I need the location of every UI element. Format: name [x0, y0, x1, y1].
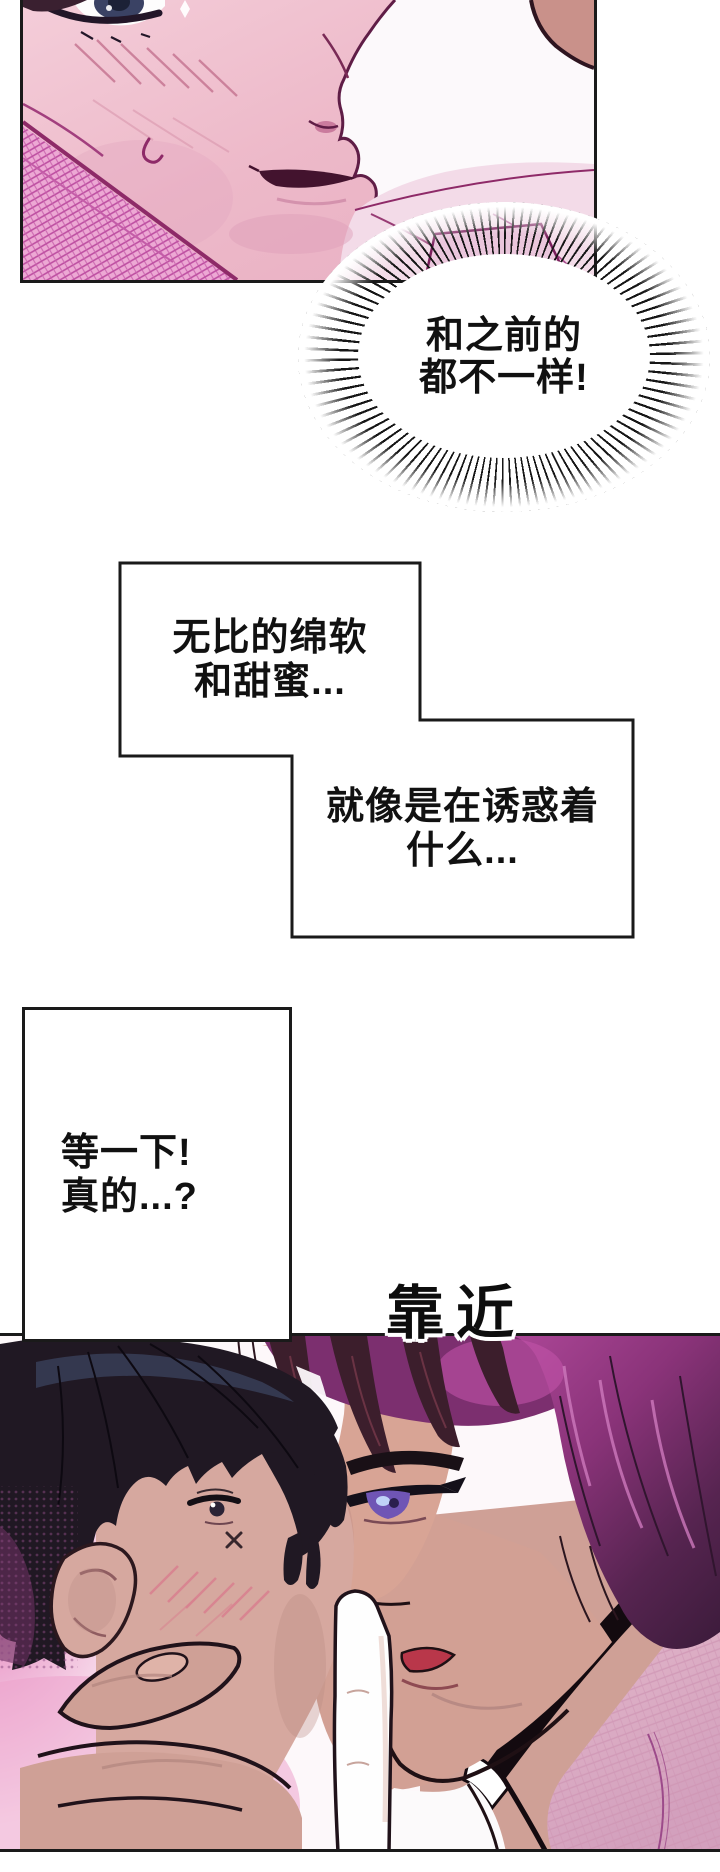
caption-box-2: 就像是在诱惑着 什么... [292, 720, 633, 937]
hand-knuckles [20, 1751, 302, 1849]
right-eyebrow [346, 1450, 464, 1475]
left-hair-lines [57, 1343, 299, 1509]
burst-bubble: 和之前的 都不一样! [298, 202, 710, 512]
seam-line-2 [653, 1731, 670, 1849]
caption-box-1: 无比的绵软 和甜蜜... [120, 563, 420, 756]
index-finger [332, 1589, 394, 1849]
eyelash [45, 4, 163, 24]
hair-streaks [562, 1365, 696, 1549]
collar-edge [23, 120, 239, 280]
caption2-line-2: 什么... [406, 829, 519, 872]
caption1-line-2: 和甜蜜... [194, 660, 346, 703]
hand-shading [91, 1673, 223, 1770]
finger-shade [378, 1635, 388, 1823]
lower-lid [363, 1516, 427, 1525]
knuckle-outline [37, 1740, 292, 1790]
sweat-drop [142, 137, 164, 164]
bubble-line-2: 都不一样! [419, 357, 589, 399]
purple-hair [428, 1336, 720, 1649]
lash-tick [440, 1477, 466, 1493]
finger-knuckle-lines [346, 1689, 370, 1766]
hair-corner [23, 0, 87, 12]
left-hair-strands-long [262, 1394, 348, 1589]
mesh-texture [23, 126, 235, 280]
caption-boxes-shape [118, 561, 635, 939]
lip-shadow [276, 197, 347, 206]
neck-outline [529, 0, 594, 70]
hair-strands [559, 1355, 717, 1577]
right-iris [366, 1490, 410, 1519]
bottom-panel-art [0, 1336, 720, 1849]
ear-inner-2 [73, 1617, 107, 1638]
nose-bridge [321, 33, 350, 79]
sparkle [180, 0, 190, 18]
left-eye-glint [210, 1502, 216, 1508]
ear-inner [79, 1568, 118, 1582]
lower-lashes [80, 31, 151, 43]
caption-boxes-outline [118, 561, 635, 939]
collar-line [23, 157, 174, 263]
ear-shade [68, 1568, 116, 1632]
lower-lid-left [204, 1521, 234, 1525]
knuckle-fold [57, 1796, 243, 1812]
sfx-text: 靠近 [386, 1281, 527, 1346]
lip-right [400, 1646, 457, 1673]
jaw-line [23, 102, 104, 157]
hair-blue-sheen [36, 1353, 294, 1402]
blush-hatching-soft [92, 99, 230, 153]
chin-shade [229, 214, 353, 254]
ear [49, 1541, 138, 1659]
right-pupil [389, 1498, 399, 1508]
bottom-panel [0, 1333, 720, 1852]
bubble-line-1: 和之前的 [425, 315, 582, 357]
lower-lip [401, 1678, 459, 1691]
eye-glint [106, 5, 112, 11]
caption3-line-2: 真的...? [61, 1175, 198, 1218]
left-blush-soft [159, 1597, 233, 1637]
eyelid-line [196, 1488, 234, 1494]
finger-curled [57, 1641, 242, 1731]
cheek-crease [431, 1692, 523, 1710]
left-jaw-shade [274, 1594, 326, 1738]
mouth [259, 169, 356, 188]
tremble-mark [225, 1531, 243, 1549]
blush-hatching [74, 39, 238, 97]
eye-pupil [108, 0, 130, 11]
neck-outline [466, 1783, 499, 1849]
bubble-body [358, 254, 650, 458]
caption-box-3: 等一下! 真的...? [22, 1007, 292, 1342]
bubble-text: 和之前的 都不一样! [298, 202, 710, 512]
caption1-line-1: 无比的绵软 [172, 616, 368, 659]
nostril-line [308, 119, 339, 129]
caption2-line-1: 就像是在诱惑着 [325, 785, 599, 828]
seam-line [647, 1733, 665, 1849]
mouth-corner [248, 164, 260, 173]
fold-line [354, 169, 594, 211]
iris-highlight [376, 1496, 390, 1506]
caption3-line-1: 等一下! [61, 1131, 192, 1174]
left-eyelash [187, 1494, 241, 1506]
neck-skin-patch [531, 0, 594, 68]
